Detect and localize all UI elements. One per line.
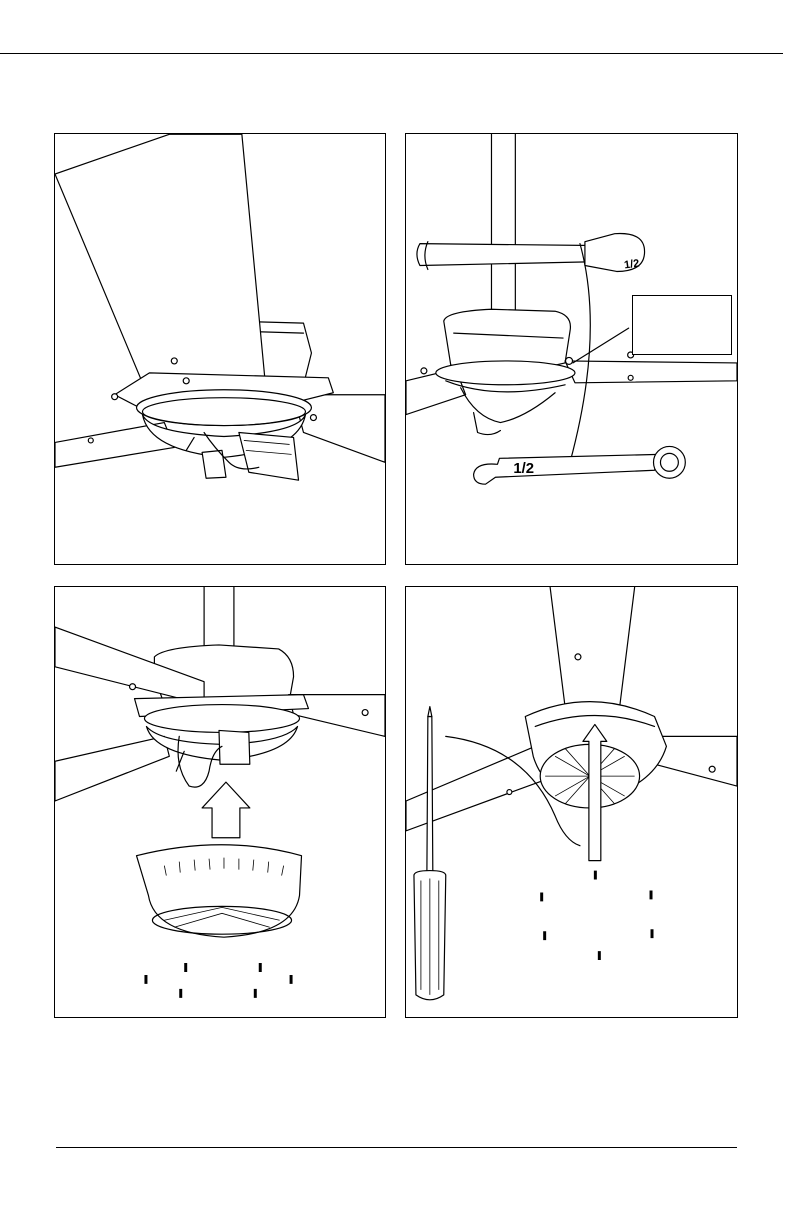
bottom-rule — [56, 1147, 737, 1148]
figure-panel-3 — [54, 586, 386, 1018]
callout-box — [632, 295, 732, 355]
figure-panel-1 — [54, 133, 386, 565]
fan-hub-illustration-1 — [55, 134, 385, 564]
ratchet-size-label: 1/2 — [623, 257, 640, 271]
top-rule — [0, 53, 783, 54]
fan-hub-illustration-4 — [406, 587, 737, 1017]
wrench-size-label: 1/2 — [513, 461, 534, 477]
figure-panel-4 — [405, 586, 738, 1018]
fan-hub-illustration-3 — [55, 587, 385, 1017]
